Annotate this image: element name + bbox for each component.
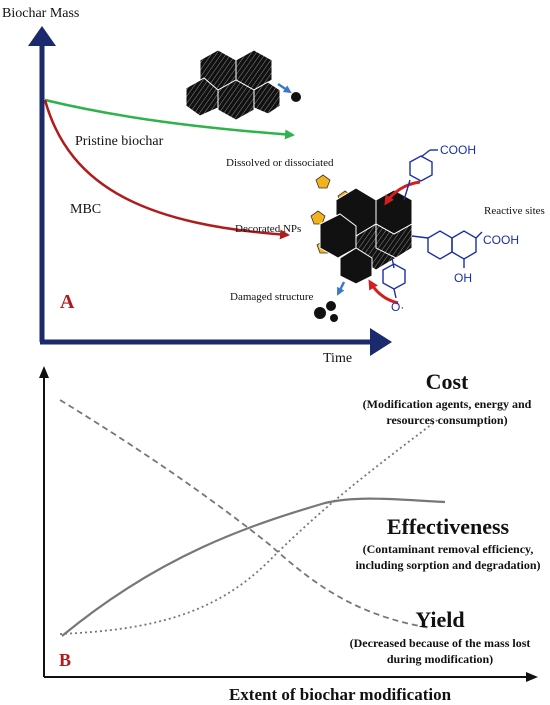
pentagon-left	[310, 210, 326, 225]
chem-cooh-top: COOH	[440, 143, 476, 157]
reactive-arrow-bottom	[368, 279, 399, 305]
detach-arrow-bottom	[336, 281, 346, 296]
cost-curve	[59, 417, 441, 635]
panel-b-x-axis-label: Extent of biochar modification	[229, 685, 452, 704]
chem-oh: OH	[454, 271, 472, 285]
effectiveness-curve	[61, 497, 446, 637]
dissolved-label: Dissolved or dissociated	[226, 157, 334, 169]
panel-a-x-arrowhead	[370, 328, 392, 356]
panel-b: B Cost (Modification agents, energy and …	[39, 366, 541, 704]
yield-desc-line2: during modification)	[387, 652, 493, 666]
damaged-structure-label: Damaged structure	[230, 291, 313, 303]
panel-a-x-axis-label: Time	[323, 351, 352, 366]
damaged-fragments	[314, 301, 338, 322]
mbc-hexagon-cluster	[319, 187, 413, 285]
effectiveness-desc-line2: including sorption and degradation)	[355, 558, 540, 572]
decorated-nps-label: Decorated NPs	[235, 223, 301, 235]
panel-b-y-arrowhead	[39, 366, 49, 378]
chemical-structures	[382, 149, 483, 299]
pristine-biochar-label: Pristine biochar	[75, 134, 164, 149]
panel-b-x-arrowhead	[526, 672, 538, 682]
panel-a: Biochar Mass Time A Pristine biochar MBC…	[2, 6, 545, 366]
mbc-curve	[43, 99, 290, 240]
pristine-biochar-hexagon-cluster	[185, 49, 281, 121]
reactive-sites-label: Reactive sites	[484, 205, 545, 217]
detach-arrow-top	[277, 82, 292, 94]
effectiveness-desc-line1: (Contaminant removal efficiency,	[363, 542, 534, 556]
pentagon-dissolved	[315, 174, 331, 189]
panel-a-letter: A	[60, 291, 75, 313]
cost-desc-line2: resources consumption)	[386, 413, 507, 427]
yield-desc-line1: (Decreased because of the mass lost	[350, 636, 531, 650]
yield-curve	[59, 399, 431, 629]
cost-desc-line1: (Modification agents, energy and	[363, 397, 532, 411]
panel-a-y-axis-label: Biochar Mass	[2, 6, 79, 21]
cost-title: Cost	[426, 369, 469, 394]
yield-title: Yield	[415, 607, 464, 632]
panel-a-y-arrowhead	[28, 26, 56, 46]
detached-particle-top	[291, 92, 301, 102]
mbc-label: MBC	[70, 202, 101, 217]
panel-a-axes	[28, 26, 392, 356]
reactive-arrow-top	[384, 180, 421, 206]
effectiveness-title: Effectiveness	[387, 514, 510, 539]
pristine-biochar-curve	[44, 98, 295, 140]
chem-o-radical: O·	[391, 300, 404, 314]
panel-b-letter: B	[59, 650, 71, 670]
chem-cooh-right: COOH	[483, 233, 519, 247]
